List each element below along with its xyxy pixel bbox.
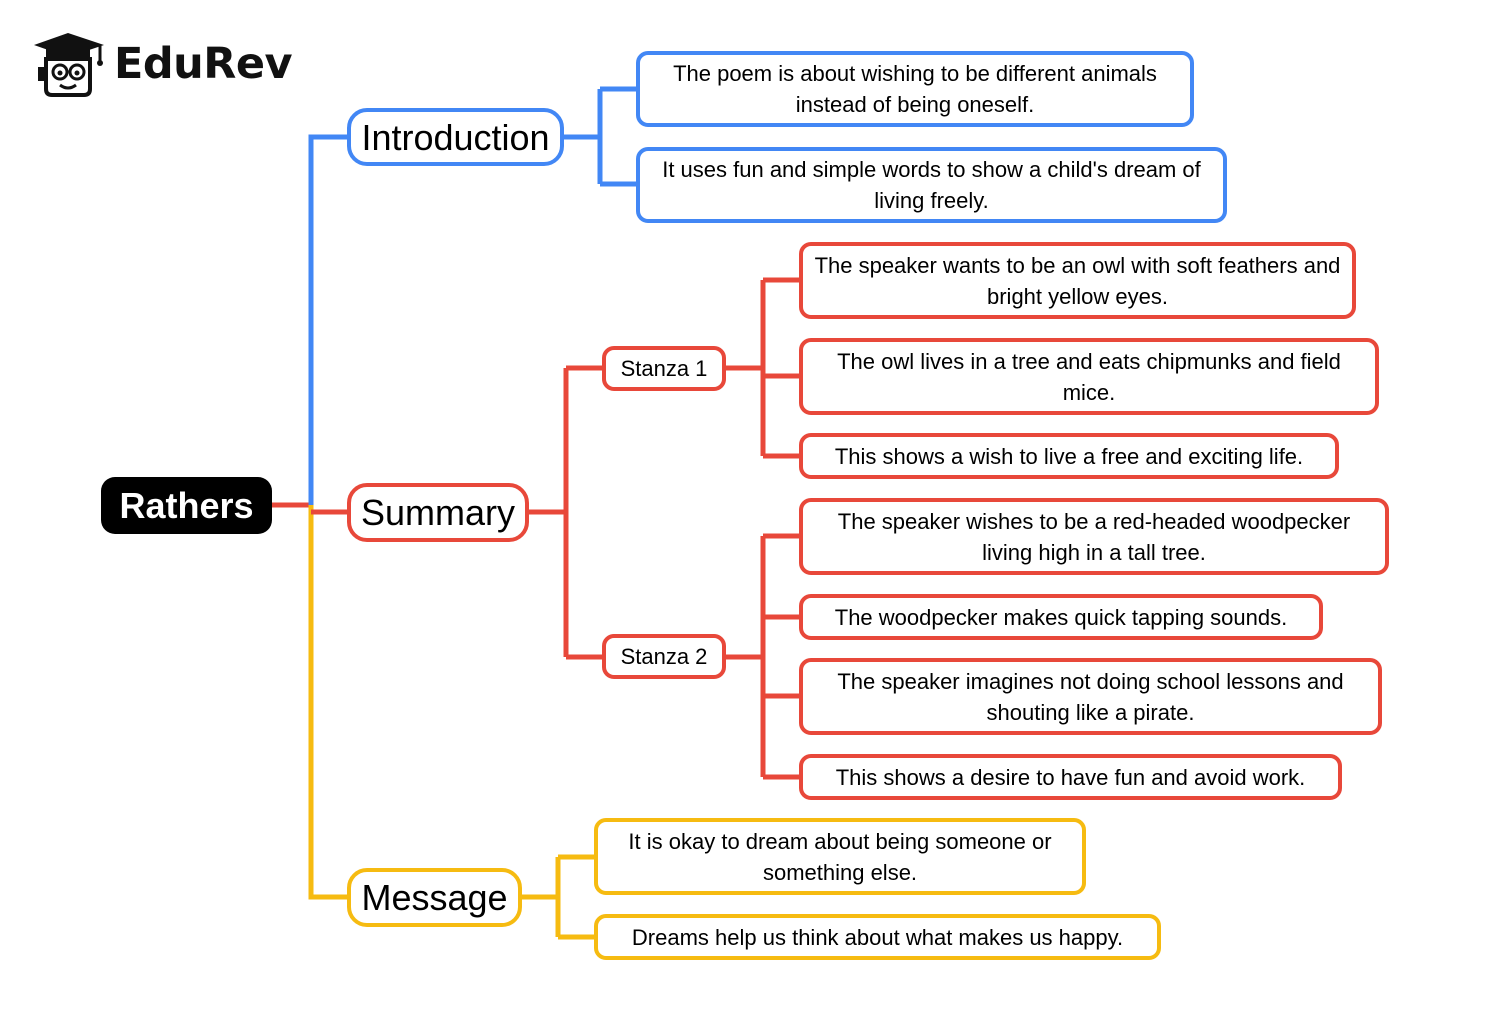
intro-item-1: The poem is about wishing to be differen…: [636, 51, 1194, 127]
stanza-2-item-3: The speaker imagines not doing school le…: [799, 658, 1382, 735]
stanza-1-node: Stanza 1: [602, 346, 726, 391]
message-item-2: Dreams help us think about what makes us…: [594, 914, 1161, 960]
edurev-logo: EduRev: [30, 28, 293, 100]
graduation-cap-mascot-icon: [34, 33, 104, 97]
introduction-node: Introduction: [347, 108, 564, 166]
stanza-2-node: Stanza 2: [602, 634, 726, 679]
root-node: Rathers: [101, 477, 272, 534]
message-node: Message: [347, 868, 522, 927]
stanza-1-item-2: The owl lives in a tree and eats chipmun…: [799, 338, 1379, 415]
stanza-2-item-1: The speaker wishes to be a red-headed wo…: [799, 498, 1389, 575]
stanza-1-item-3: This shows a wish to live a free and exc…: [799, 433, 1339, 479]
message-item-1: It is okay to dream about being someone …: [594, 818, 1086, 895]
intro-item-2: It uses fun and simple words to show a c…: [636, 147, 1227, 223]
stanza-2-item-2: The woodpecker makes quick tapping sound…: [799, 594, 1323, 640]
stanza-1-item-1: The speaker wants to be an owl with soft…: [799, 242, 1356, 319]
brand-name: EduRev: [114, 39, 293, 89]
summary-node: Summary: [347, 483, 529, 542]
stanza-2-item-4: This shows a desire to have fun and avoi…: [799, 754, 1342, 800]
